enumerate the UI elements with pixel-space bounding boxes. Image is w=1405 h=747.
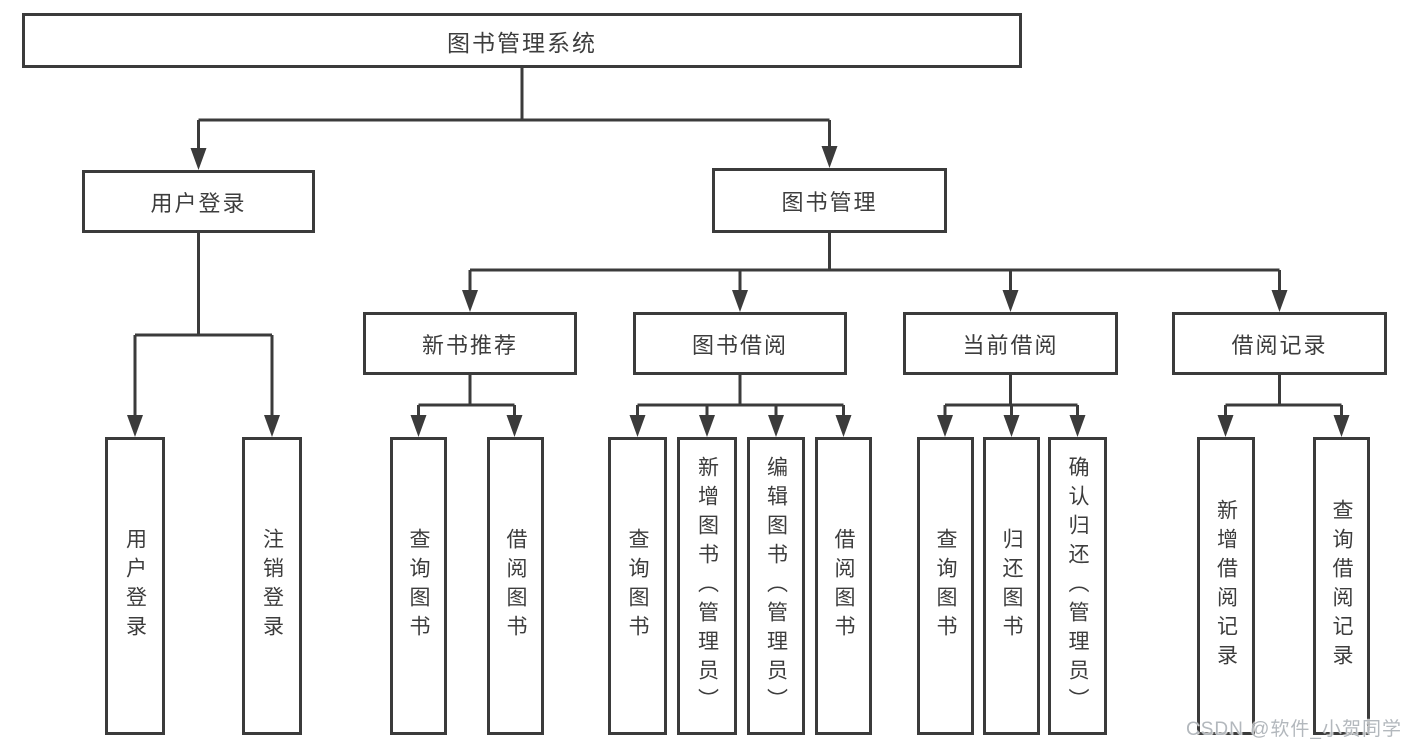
node-add-books-admin-label: 新增图书（管理员） — [695, 455, 719, 717]
node-book-management-label: 图书管理 — [781, 189, 878, 215]
node-query-books-3: 查询图书 — [917, 437, 974, 735]
node-borrow-records-label: 借阅记录 — [1231, 332, 1328, 358]
node-book-borrow-label: 图书借阅 — [691, 332, 788, 358]
node-return-books: 归还图书 — [983, 437, 1040, 735]
node-new-book-recommend-label: 新书推荐 — [421, 332, 518, 358]
node-return-books-label: 归还图书 — [1000, 528, 1023, 644]
node-user-login-label: 用户登录 — [150, 190, 247, 216]
connector-arrowheads — [127, 146, 1350, 437]
node-borrow-books-1-label: 借阅图书 — [504, 528, 527, 644]
node-new-book-recommend: 新书推荐 — [363, 312, 577, 375]
node-borrow-books-2-label: 借阅图书 — [832, 528, 855, 644]
node-borrow-books-2: 借阅图书 — [815, 437, 872, 735]
node-current-borrow: 当前借阅 — [903, 312, 1118, 375]
node-user-login-vertical-label: 用户登录 — [123, 528, 147, 644]
node-logout: 注销登录 — [242, 437, 302, 735]
node-query-books-1-label: 查询图书 — [407, 528, 430, 644]
node-edit-books-admin-label: 编辑图书（管理员） — [764, 455, 788, 717]
node-query-borrow-record: 查询借阅记录 — [1313, 437, 1370, 735]
csdn-watermark: CSDN @软件_小贺同学 — [1186, 719, 1402, 740]
node-query-books-2: 查询图书 — [608, 437, 667, 735]
node-user-login: 用户登录 — [82, 170, 315, 233]
node-confirm-return-admin-label: 确认归还（管理员） — [1066, 455, 1089, 717]
node-add-borrow-record: 新增借阅记录 — [1197, 437, 1255, 735]
node-query-borrow-record-label: 查询借阅记录 — [1330, 499, 1353, 673]
node-query-books-1: 查询图书 — [390, 437, 447, 735]
node-query-books-3-label: 查询图书 — [934, 528, 957, 644]
node-book-borrow: 图书借阅 — [633, 312, 847, 375]
node-borrow-records: 借阅记录 — [1172, 312, 1387, 375]
node-book-management: 图书管理 — [712, 168, 947, 233]
node-root-title-label: 图书管理系统 — [447, 29, 597, 56]
node-root-title: 图书管理系统 — [22, 13, 1022, 68]
node-confirm-return-admin: 确认归还（管理员） — [1048, 437, 1107, 735]
node-add-borrow-record-label: 新增借阅记录 — [1214, 499, 1238, 673]
node-user-login-vertical: 用户登录 — [105, 437, 165, 735]
node-edit-books-admin: 编辑图书（管理员） — [747, 437, 805, 735]
node-query-books-2-label: 查询图书 — [626, 528, 649, 644]
node-current-borrow-label: 当前借阅 — [962, 332, 1059, 358]
node-add-books-admin: 新增图书（管理员） — [677, 437, 737, 735]
node-borrow-books-1: 借阅图书 — [487, 437, 544, 735]
node-logout-label: 注销登录 — [260, 528, 284, 644]
connector-strokes — [133, 68, 1343, 417]
